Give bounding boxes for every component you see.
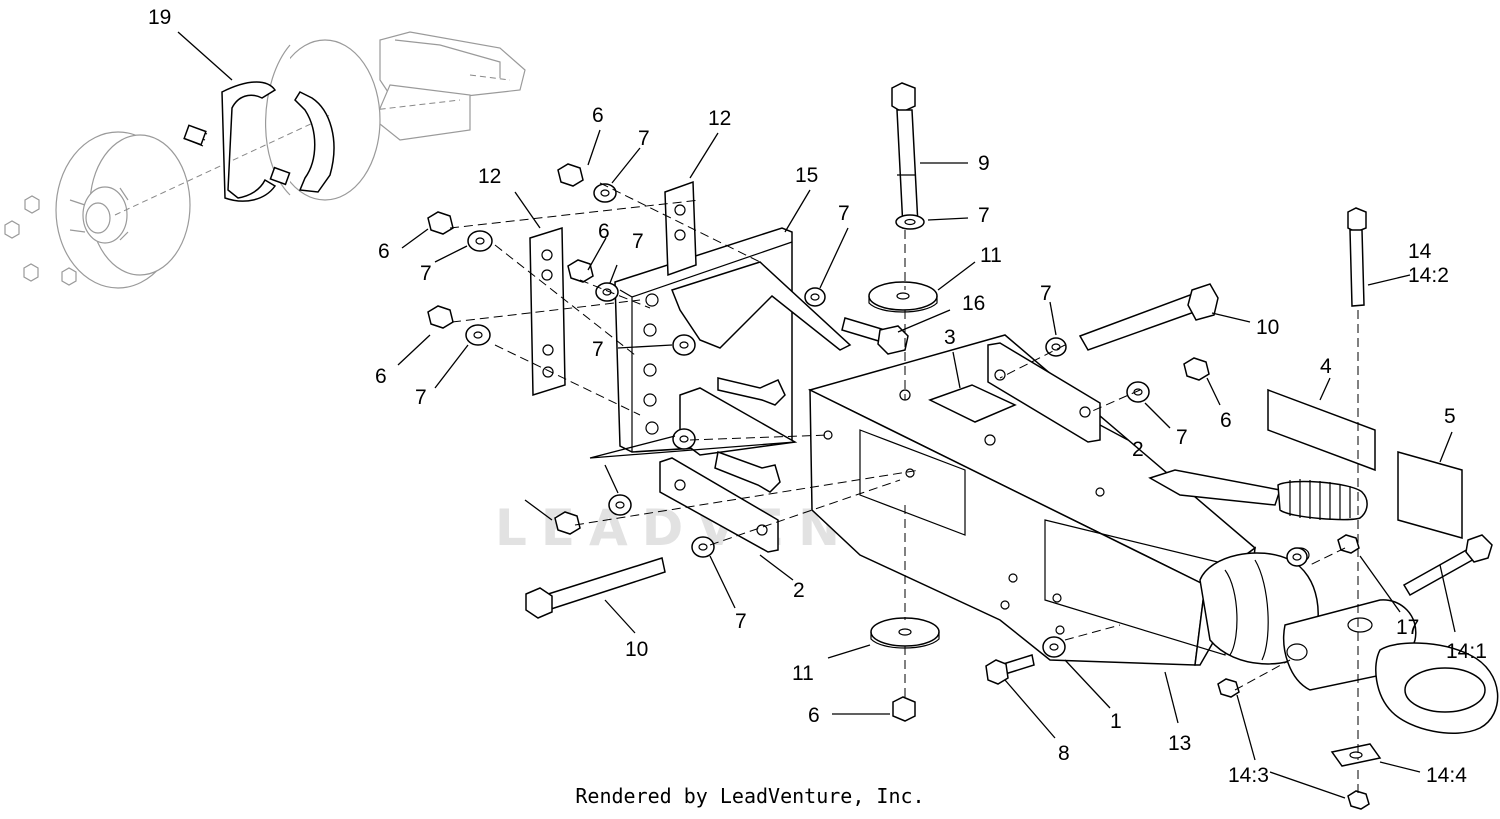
callout-labels: 19 6 7 12 12 15 9 7 11 6 7 7 6 7 16 7 3 … <box>148 6 1487 787</box>
callout-7-left-lower: 7 <box>415 386 427 409</box>
callout-8: 8 <box>1058 742 1070 765</box>
callout-7-plate2: 7 <box>1040 282 1052 305</box>
callout-1: 1 <box>1110 710 1122 733</box>
callout-6-bottom: 6 <box>808 704 820 727</box>
plate-2-lower <box>659 457 779 553</box>
bolt-8 <box>985 654 1035 685</box>
callout-14-4: 14:4 <box>1426 764 1467 787</box>
callout-17: 17 <box>1396 616 1419 639</box>
plate-12-left <box>529 226 566 397</box>
callout-7-left-upper: 7 <box>420 262 432 285</box>
callout-6-right: 6 <box>1220 409 1232 432</box>
brake-drum <box>55 39 381 289</box>
decal-4 <box>1267 388 1376 472</box>
callout-4: 4 <box>1320 355 1332 378</box>
callout-14-2: 14:2 <box>1408 264 1449 287</box>
bolt-plate-lower <box>714 450 781 493</box>
washers <box>465 183 1308 658</box>
brake-shoes <box>183 81 335 202</box>
callout-13: 13 <box>1168 732 1191 755</box>
plate-2-upper <box>987 342 1101 443</box>
callout-10-upper: 10 <box>1256 316 1279 339</box>
callout-2-upper: 2 <box>1132 438 1144 461</box>
bolt-14-2 <box>1347 207 1367 307</box>
callout-16: 16 <box>962 292 985 315</box>
callout-12-left: 12 <box>478 165 501 188</box>
callout-7-plate: 7 <box>632 230 644 253</box>
callout-6-plate: 6 <box>598 220 610 243</box>
callout-14: 14 <box>1408 240 1432 263</box>
lug-nuts <box>4 195 77 286</box>
callout-7-bolt9: 7 <box>978 204 990 227</box>
bolt-9 <box>891 82 919 229</box>
centerlines <box>449 182 1359 795</box>
callout-6-top: 6 <box>592 104 604 127</box>
callout-15: 15 <box>795 164 818 187</box>
callout-7-lower: 7 <box>735 610 747 633</box>
render-credit: Rendered by LeadVenture, Inc. <box>575 784 925 808</box>
callout-7-top: 7 <box>638 127 650 150</box>
callout-14-1: 14:1 <box>1446 640 1487 663</box>
coupling-eye <box>1199 547 1499 734</box>
callout-6-left-upper: 6 <box>378 240 390 263</box>
decal-5 <box>1397 451 1463 539</box>
callout-11-top: 11 <box>980 244 1002 267</box>
axle-assembly-faint <box>329 31 526 141</box>
callout-9: 9 <box>978 152 990 175</box>
bolt-10-upper <box>1078 283 1219 351</box>
callout-5: 5 <box>1444 405 1456 428</box>
callout-7-right: 7 <box>1176 426 1188 449</box>
callout-12-right: 12 <box>708 107 731 130</box>
plate-12-right <box>664 180 697 277</box>
callout-7-mid: 7 <box>592 338 604 361</box>
leader-lines <box>177 31 1456 799</box>
bolt-14-1 <box>1402 534 1493 597</box>
callout-3: 3 <box>944 326 956 349</box>
bolt-10-lower <box>525 557 666 619</box>
bolt-16 <box>841 317 909 355</box>
callout-14-3: 14:3 <box>1228 764 1269 787</box>
callout-10-lower: 10 <box>625 638 648 661</box>
bellows <box>1277 479 1368 521</box>
bolt-plate-upper <box>717 377 786 406</box>
callout-6-left-lower: 6 <box>375 365 387 388</box>
callout-19: 19 <box>148 6 171 29</box>
callout-7-gusset: 7 <box>838 202 850 225</box>
callout-2-lower: 2 <box>793 579 805 602</box>
nuts <box>427 163 1370 810</box>
decal-3 <box>928 384 1017 423</box>
callout-11-lower: 11 <box>792 662 814 685</box>
